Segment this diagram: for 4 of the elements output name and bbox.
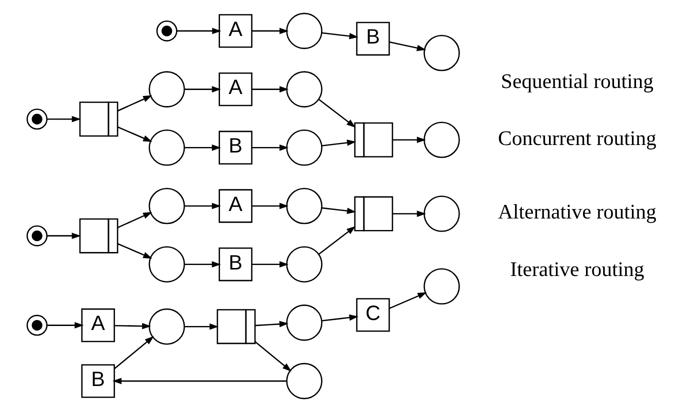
label: Alternative routing (498, 202, 656, 224)
label: Sequential routing (500, 70, 654, 93)
label: Iterative routing (510, 258, 644, 281)
label: Concurrent routing (498, 128, 656, 150)
